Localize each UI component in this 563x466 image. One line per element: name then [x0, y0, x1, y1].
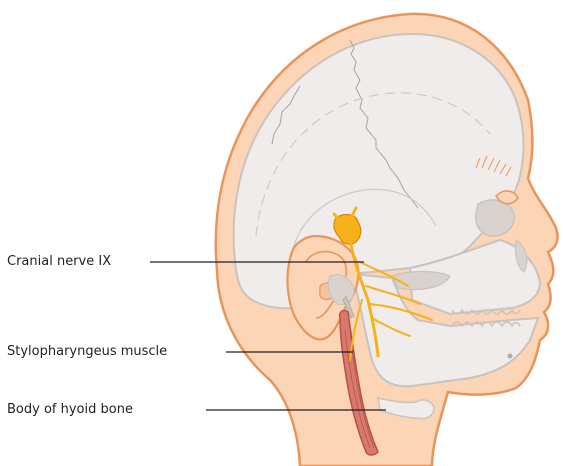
label-stylopharyngeus-muscle: Stylopharyngeus muscle — [7, 344, 167, 360]
label-cranial-nerve-ix: Cranial nerve IX — [7, 254, 111, 270]
label-body-of-hyoid-bone: Body of hyoid bone — [7, 402, 133, 418]
mental-foramen — [508, 354, 513, 359]
orbit — [476, 200, 515, 236]
